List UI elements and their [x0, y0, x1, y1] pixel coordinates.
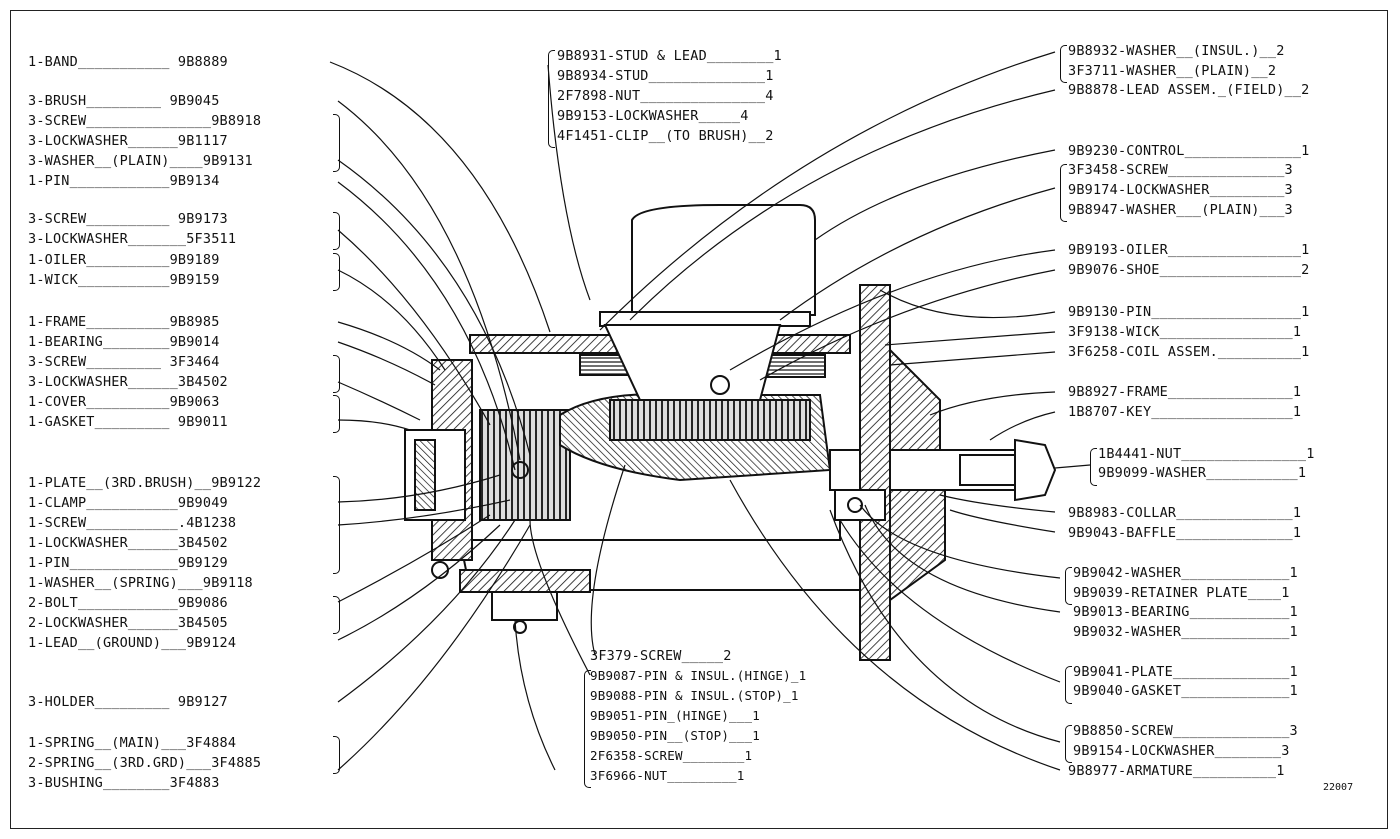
- part-label: 1-FRAME__________9B8985: [28, 314, 220, 330]
- part-label: 9B9154-LOCKWASHER________3: [1073, 743, 1290, 759]
- part-label: 2F7898-NUT_______________4: [557, 88, 774, 104]
- part-label: 1-LOCKWASHER______3B4502: [28, 535, 228, 551]
- part-label: 1-CLAMP___________9B9049: [28, 495, 228, 511]
- part-label: 3-SCREW_______________9B8918: [28, 113, 262, 129]
- part-label: 9B9051-PIN_(HINGE)___1: [590, 708, 760, 723]
- group-brace: [1065, 567, 1072, 605]
- group-brace: [1060, 45, 1067, 83]
- part-label: 9B9050-PIN__(STOP)___1: [590, 728, 760, 743]
- part-label: 9B8932-WASHER__(INSUL.)__2: [1068, 43, 1285, 59]
- part-label: 1-GASKET_________ 9B9011: [28, 414, 228, 430]
- drawing-number: 22007: [1323, 782, 1354, 793]
- part-label: 9B9174-LOCKWASHER_________3: [1068, 182, 1293, 198]
- part-label: 2-SPRING__(3RD.GRD)___3F4885: [28, 755, 262, 771]
- group-brace: [584, 670, 591, 788]
- part-label: 1-SCREW___________.4B1238: [28, 515, 237, 531]
- part-label: 3F3711-WASHER__(PLAIN)__2: [1068, 63, 1277, 79]
- part-label: 9B9041-PLATE______________1: [1073, 664, 1298, 680]
- part-label: 1-PIN____________9B9134: [28, 173, 220, 189]
- part-label: 9B8947-WASHER___(PLAIN)___3: [1068, 202, 1293, 218]
- group-brace: [548, 50, 555, 148]
- part-label: 2-BOLT____________9B9086: [28, 595, 228, 611]
- part-label: 1B4441-NUT_______________1: [1098, 446, 1315, 462]
- group-brace: [1090, 448, 1097, 486]
- part-label: 9B8934-STUD______________1: [557, 68, 774, 84]
- part-label: 3-BRUSH_________ 9B9045: [28, 93, 220, 109]
- part-label: 9B8931-STUD & LEAD________1: [557, 48, 782, 64]
- part-label: 9B8977-ARMATURE__________1: [1068, 763, 1285, 779]
- part-label: 3-HOLDER_________ 9B9127: [28, 694, 228, 710]
- part-label: 3-BUSHING________3F4883: [28, 775, 220, 791]
- group-brace: [333, 596, 340, 634]
- part-label: 9B9230-CONTROL______________1: [1068, 143, 1310, 159]
- group-brace: [1065, 725, 1072, 763]
- part-label: 9B9087-PIN & INSUL.(HINGE)_1: [590, 668, 807, 683]
- group-brace: [1065, 666, 1072, 704]
- part-label: 3-WASHER__(PLAIN)____9B9131: [28, 153, 253, 169]
- part-label: 3-SCREW__________ 9B9173: [28, 211, 228, 227]
- part-label: 1-COVER__________9B9063: [28, 394, 220, 410]
- part-label: 2F6358-SCREW________1: [590, 748, 753, 763]
- part-label: 9B9040-GASKET_____________1: [1073, 683, 1298, 699]
- part-label: 3F9138-WICK________________1: [1068, 324, 1302, 340]
- part-label: 1-BEARING________9B9014: [28, 334, 220, 350]
- part-label: 9B9193-OILER________________1: [1068, 242, 1310, 258]
- part-label: 1-WASHER__(SPRING)___9B9118: [28, 575, 253, 591]
- part-label: 1-SPRING__(MAIN)___3F4884: [28, 735, 237, 751]
- group-brace: [333, 736, 340, 774]
- part-label: 9B9130-PIN__________________1: [1068, 304, 1310, 320]
- part-label: 9B8983-COLLAR______________1: [1068, 505, 1302, 521]
- group-brace: [333, 114, 340, 172]
- part-label: 3-SCREW_________ 3F3464: [28, 354, 220, 370]
- part-label: 9B8850-SCREW______________3: [1073, 723, 1298, 739]
- generator-housing: [404, 204, 1057, 661]
- part-label: 9B8927-FRAME_______________1: [1068, 384, 1302, 400]
- group-brace: [1060, 164, 1067, 222]
- part-label: 1-PIN_____________9B9129: [28, 555, 228, 571]
- group-brace: [333, 212, 340, 250]
- part-label: 3-LOCKWASHER______9B1117: [28, 133, 228, 149]
- part-label: 9B9088-PIN & INSUL.(STOP)_1: [590, 688, 799, 703]
- part-label: 3F379-SCREW_____2: [590, 648, 732, 664]
- leader-lines: [329, 51, 1091, 771]
- part-label: 9B9032-WASHER_____________1: [1073, 624, 1298, 640]
- group-brace: [333, 476, 340, 574]
- part-label: 9B9153-LOCKWASHER_____4: [557, 108, 749, 124]
- group-brace: [333, 253, 340, 291]
- part-label: 9B9043-BAFFLE______________1: [1068, 525, 1302, 541]
- part-label: 1-WICK___________9B9159: [28, 272, 220, 288]
- part-label: 9B9013-BEARING____________1: [1073, 604, 1298, 620]
- part-label: 1-BAND___________ 9B8889: [28, 54, 228, 70]
- part-label: 1-OILER__________9B9189: [28, 252, 220, 268]
- part-label: 9B9099-WASHER___________1: [1098, 465, 1307, 481]
- part-label: 3F6966-NUT_________1: [590, 768, 745, 783]
- part-label: 2-LOCKWASHER______3B4505: [28, 615, 228, 631]
- group-brace: [333, 355, 340, 393]
- part-label: 3-LOCKWASHER_______5F3511: [28, 231, 237, 247]
- part-label: 1B8707-KEY_________________1: [1068, 404, 1302, 420]
- part-label: 9B9076-SHOE_________________2: [1068, 262, 1310, 278]
- diagram-border: [10, 10, 1388, 829]
- part-label: 1-PLATE__(3RD.BRUSH)__9B9122: [28, 475, 262, 491]
- group-brace: [333, 395, 340, 433]
- part-label: 3F6258-COIL ASSEM.__________1: [1068, 344, 1310, 360]
- part-label: 3F3458-SCREW______________3: [1068, 162, 1293, 178]
- part-label: 9B9042-WASHER_____________1: [1073, 565, 1298, 581]
- part-label: 9B9039-RETAINER PLATE____1: [1073, 585, 1290, 601]
- part-label: 9B8878-LEAD ASSEM._(FIELD)__2: [1068, 82, 1310, 98]
- part-label: 1-LEAD__(GROUND)___9B9124: [28, 635, 237, 651]
- part-label: 4F1451-CLIP__(TO BRUSH)__2: [557, 128, 774, 144]
- part-label: 3-LOCKWASHER______3B4502: [28, 374, 228, 390]
